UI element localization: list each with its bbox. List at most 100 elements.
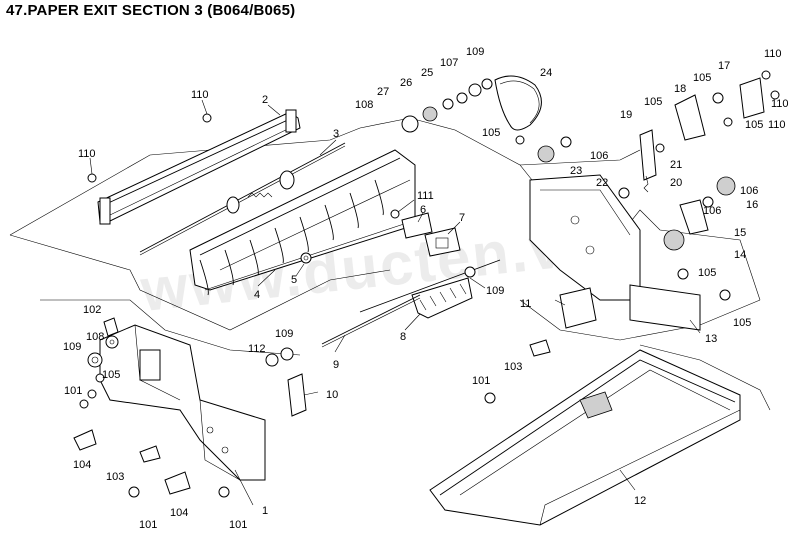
part-6-plate xyxy=(401,212,433,239)
callout-8: 8 xyxy=(400,331,406,343)
part-111-screw xyxy=(390,209,400,219)
callout-108: 108 xyxy=(355,99,373,111)
part-112-109-bearings xyxy=(265,347,294,367)
callout-20: 20 xyxy=(670,177,682,189)
callout-101: 101 xyxy=(64,385,82,397)
callout-109: 109 xyxy=(275,328,293,340)
callout-9: 9 xyxy=(333,359,339,371)
callout-107: 107 xyxy=(440,57,458,69)
callout-16: 16 xyxy=(746,199,758,211)
part-23-gear xyxy=(537,145,555,163)
part-11-bracket xyxy=(559,287,597,329)
callout-10: 10 xyxy=(326,389,338,401)
callout-106: 106 xyxy=(703,205,721,217)
callout-13: 13 xyxy=(705,333,717,345)
callout-3: 3 xyxy=(333,128,339,140)
part-25-27-gears xyxy=(401,78,493,133)
part-22-bearing xyxy=(618,187,630,199)
callout-104: 104 xyxy=(73,459,91,471)
callout-26: 26 xyxy=(400,77,412,89)
part-101-screw xyxy=(79,389,97,409)
callout-105: 105 xyxy=(733,317,751,329)
part-13-plate xyxy=(629,284,701,331)
callout-111: 111 xyxy=(417,190,434,202)
callout-110: 110 xyxy=(764,48,782,60)
callout-21: 21 xyxy=(670,159,682,171)
callout-7: 7 xyxy=(459,212,465,224)
part-109-bearing xyxy=(87,352,103,368)
part-19-21-levers xyxy=(639,129,657,193)
callout-105: 105 xyxy=(698,267,716,279)
part-105-screw xyxy=(95,373,105,383)
part-3-shaft xyxy=(139,142,346,256)
part-104-clamp xyxy=(73,429,191,495)
callout-105: 105 xyxy=(102,369,120,381)
part-10-bracket xyxy=(287,373,307,417)
part-2-guide-rail xyxy=(97,109,301,225)
callout-101: 101 xyxy=(472,375,490,387)
callout-103: 103 xyxy=(106,471,124,483)
part-4-exit-guide xyxy=(189,149,416,296)
part-15-bracket xyxy=(679,199,709,235)
callout-5: 5 xyxy=(291,274,297,286)
callout-112: 112 xyxy=(248,343,266,355)
part-9-shaft xyxy=(321,294,421,348)
callout-27: 27 xyxy=(377,86,389,98)
part-102-clip xyxy=(103,317,119,337)
callout-labels: 110 2 110 3 111 6 7 4 5 109 8 102 108 10… xyxy=(63,46,789,531)
part-7-bracket xyxy=(424,227,461,257)
part-110-105-screws-right xyxy=(655,70,780,153)
part-24-belt xyxy=(494,75,542,131)
callout-103: 103 xyxy=(504,361,522,373)
callout-110: 110 xyxy=(191,89,209,101)
callout-15: 15 xyxy=(734,227,746,239)
callout-104: 104 xyxy=(170,507,188,519)
part-5-bushing xyxy=(300,252,312,264)
part-108-gear xyxy=(105,335,119,349)
callout-14: 14 xyxy=(734,249,746,261)
part-105-screws-mid xyxy=(677,268,731,301)
part-106-107-bearings xyxy=(515,135,572,148)
part-101-screw-tray xyxy=(484,392,496,404)
part-101-screws-bottom xyxy=(128,486,230,498)
callout-110: 110 xyxy=(768,119,786,131)
leader-lines xyxy=(89,99,701,506)
callout-110: 110 xyxy=(78,148,96,160)
callout-2: 2 xyxy=(262,94,268,106)
callout-12: 12 xyxy=(634,495,646,507)
callout-1: 1 xyxy=(262,505,268,517)
callout-19: 19 xyxy=(620,109,632,121)
callout-101: 101 xyxy=(139,519,157,531)
callout-102: 102 xyxy=(83,304,101,316)
callout-25: 25 xyxy=(421,67,433,79)
callout-101: 101 xyxy=(229,519,247,531)
callout-24: 24 xyxy=(540,67,552,79)
part-right-side-frame xyxy=(529,174,641,301)
callout-105: 105 xyxy=(693,72,711,84)
callout-106: 106 xyxy=(740,185,758,197)
page-title: 47.PAPER EXIT SECTION 3 (B064/B065) xyxy=(6,2,296,19)
part-1-side-frame xyxy=(99,324,266,481)
callout-109: 109 xyxy=(486,285,504,297)
callout-110: 110 xyxy=(771,98,789,110)
callout-105: 105 xyxy=(644,96,662,108)
part-12-tray xyxy=(429,349,741,526)
callout-11: 11 xyxy=(520,298,531,310)
callout-6: 6 xyxy=(420,204,426,216)
callout-4: 4 xyxy=(254,289,260,301)
callout-108: 108 xyxy=(86,331,104,343)
callout-106: 106 xyxy=(590,150,608,162)
callout-105: 105 xyxy=(745,119,763,131)
callout-18: 18 xyxy=(674,83,686,95)
callout-109: 109 xyxy=(63,341,81,353)
callout-17: 17 xyxy=(718,60,730,72)
callout-105: 105 xyxy=(482,127,500,139)
callout-22: 22 xyxy=(596,177,608,189)
callout-109: 109 xyxy=(466,46,484,58)
part-103-clip-right xyxy=(529,339,551,357)
part-14-gear xyxy=(663,229,685,251)
part-103-clamp xyxy=(139,445,161,463)
part-17-18-brackets xyxy=(674,77,765,141)
part-8-roller-assembly xyxy=(359,259,501,319)
